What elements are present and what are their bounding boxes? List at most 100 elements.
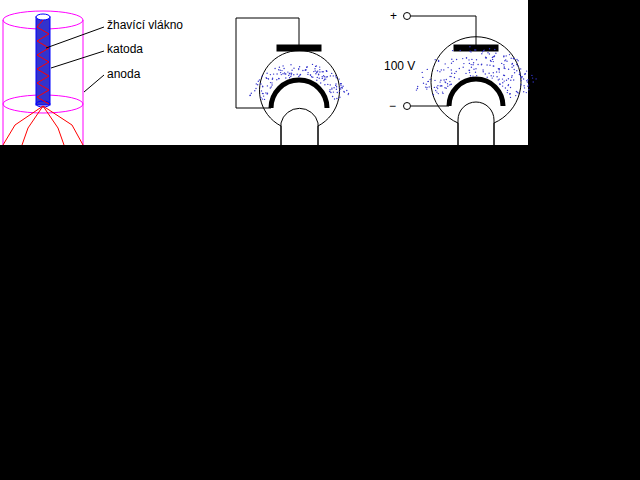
electron	[267, 93, 268, 94]
electron	[533, 81, 534, 82]
electron	[339, 91, 340, 92]
part-label: katoda	[107, 42, 143, 56]
electron	[322, 78, 323, 79]
electron	[336, 77, 337, 78]
electron	[443, 69, 444, 70]
electron	[291, 74, 292, 75]
electron	[498, 68, 499, 69]
electron	[417, 88, 418, 89]
electron	[334, 98, 335, 99]
electron	[503, 75, 504, 76]
electron	[278, 78, 279, 79]
electron	[298, 76, 299, 77]
electron	[513, 65, 514, 66]
electron	[473, 62, 474, 63]
electron	[513, 58, 514, 59]
electron	[319, 71, 320, 72]
electron	[290, 76, 291, 77]
electron	[472, 75, 473, 76]
electron	[346, 90, 347, 91]
electron	[438, 93, 439, 94]
electron	[502, 78, 503, 79]
electron	[348, 93, 349, 94]
electron	[477, 64, 478, 65]
electron	[256, 83, 257, 84]
electron	[451, 73, 452, 74]
electron	[340, 83, 341, 84]
electron	[442, 91, 443, 92]
electron	[282, 73, 283, 74]
electron	[468, 59, 469, 60]
electron	[470, 51, 471, 52]
electron	[505, 59, 506, 60]
electron	[271, 84, 272, 85]
electron	[454, 77, 455, 78]
electron	[283, 68, 284, 69]
electron	[335, 85, 336, 86]
electron	[519, 72, 520, 73]
electron	[524, 74, 525, 75]
electron	[280, 72, 281, 73]
part-label: +	[390, 9, 397, 23]
electron	[323, 80, 324, 81]
electron	[305, 69, 306, 70]
electron	[450, 83, 451, 84]
electron	[516, 64, 517, 65]
electron	[513, 79, 514, 80]
electron	[447, 83, 448, 84]
electron	[344, 91, 345, 92]
electron	[496, 71, 497, 72]
electron	[475, 68, 476, 69]
electron	[487, 77, 488, 78]
electron	[495, 53, 496, 54]
electron	[470, 75, 471, 76]
electron	[282, 65, 283, 66]
electron	[450, 84, 451, 85]
electron	[271, 82, 272, 83]
electron	[315, 66, 316, 67]
electron	[466, 57, 467, 58]
electron	[274, 68, 275, 69]
electron	[331, 87, 332, 88]
electron	[523, 78, 524, 79]
electron	[511, 67, 512, 68]
electron	[472, 64, 473, 65]
electron	[482, 69, 483, 70]
electron	[260, 97, 261, 98]
electron	[517, 92, 518, 93]
electron	[315, 70, 316, 71]
electron	[338, 78, 339, 79]
electron	[449, 84, 450, 85]
electron	[492, 77, 493, 78]
electron	[506, 61, 507, 62]
electron	[518, 65, 519, 66]
electron	[485, 57, 486, 58]
electron	[446, 88, 447, 89]
electron	[451, 69, 452, 70]
electron	[262, 86, 263, 87]
electron	[502, 82, 503, 83]
electron	[314, 68, 315, 69]
electron	[266, 77, 267, 78]
electron	[475, 49, 476, 50]
electron	[509, 54, 510, 55]
electron	[307, 72, 308, 73]
part-label: žhavící vlákno	[107, 18, 183, 32]
electron	[322, 71, 323, 72]
electron	[516, 91, 517, 92]
electron	[427, 69, 428, 70]
electron	[531, 75, 532, 76]
electron	[498, 79, 499, 80]
electron	[502, 85, 503, 86]
electron	[510, 87, 511, 88]
electron	[271, 86, 272, 87]
electron	[499, 68, 500, 69]
electron	[270, 74, 271, 75]
electron-cloud	[416, 46, 537, 98]
electron	[335, 75, 336, 76]
electron	[428, 81, 429, 82]
electron	[425, 86, 426, 87]
electron	[284, 72, 285, 73]
electron	[499, 83, 500, 84]
electron	[276, 73, 277, 74]
